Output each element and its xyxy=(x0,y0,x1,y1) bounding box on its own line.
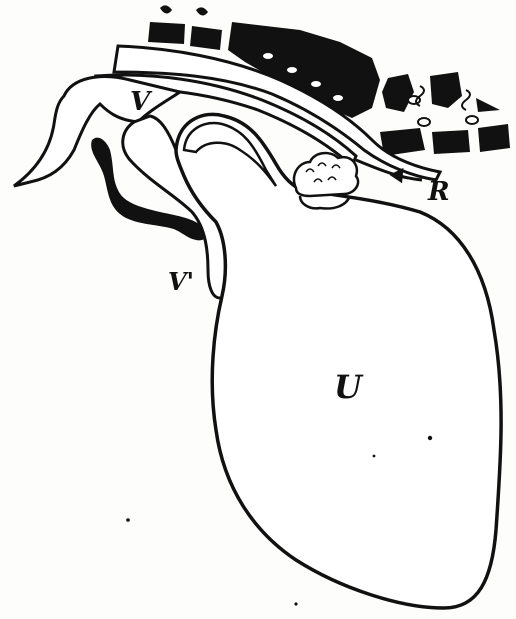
label-v-prime: V' xyxy=(168,267,194,296)
lower-block-3 xyxy=(478,124,510,152)
vertebra-block-2 xyxy=(190,26,222,50)
vertebra-block-4 xyxy=(430,72,462,108)
small-mark-2 xyxy=(196,7,208,15)
vertebra-block-3 xyxy=(382,74,414,112)
label-v: V xyxy=(130,87,153,117)
foramen-4 xyxy=(332,94,344,102)
squiggle-2 xyxy=(462,90,470,110)
foramen-1 xyxy=(262,52,274,60)
foramen-2 xyxy=(286,66,298,74)
foramen-6 xyxy=(418,118,430,126)
small-mark-1 xyxy=(160,5,172,13)
foramen-3 xyxy=(310,80,322,88)
vertebra-block-1 xyxy=(148,22,185,44)
label-r: R xyxy=(427,177,450,207)
label-u: U xyxy=(334,368,364,406)
foramen-7 xyxy=(466,116,478,124)
lower-block-2 xyxy=(432,130,470,154)
vertebra-tip xyxy=(476,98,500,112)
